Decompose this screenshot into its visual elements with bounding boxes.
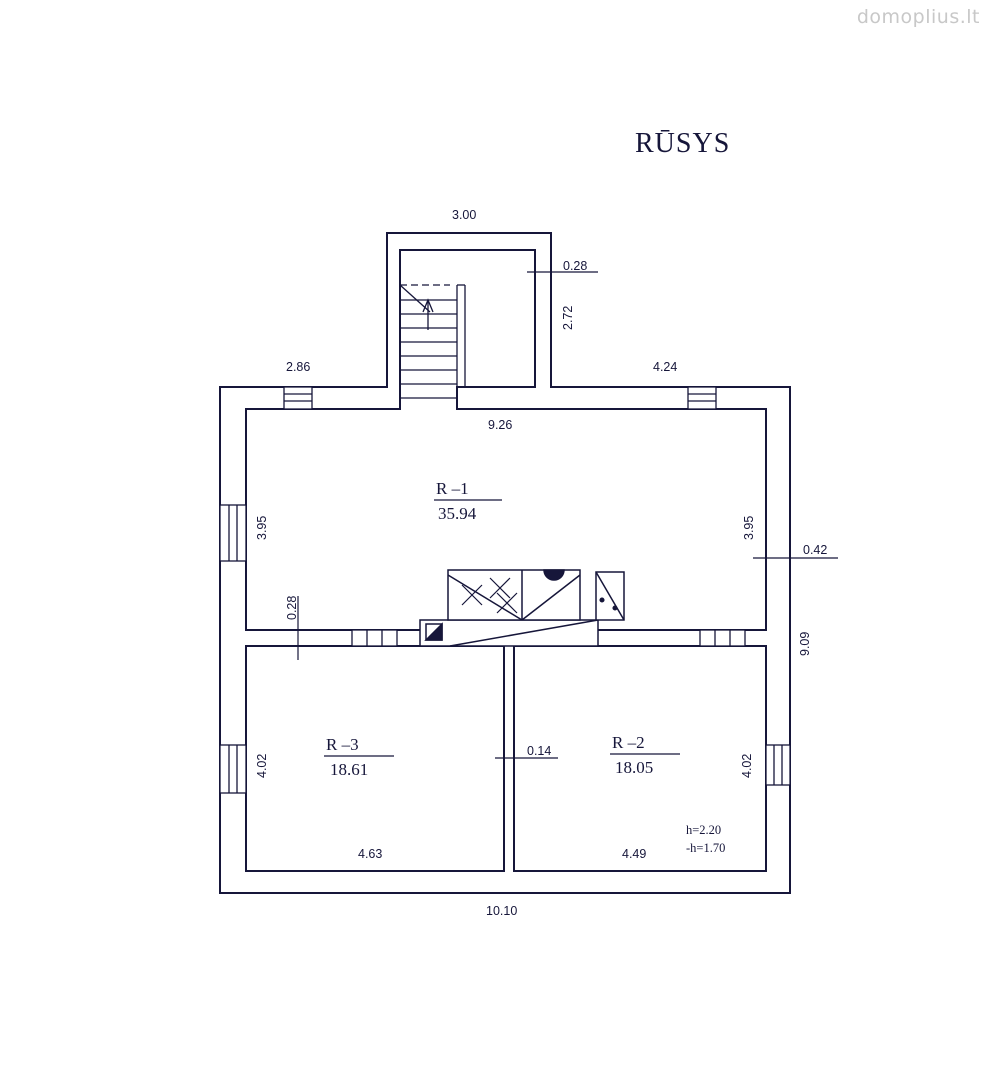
dim-total-depth: 9.09 — [798, 632, 812, 656]
dim-total-width: 10.10 — [486, 904, 517, 918]
staircase — [399, 284, 466, 409]
door-r2 — [699, 629, 746, 647]
room-r2-name: R –2 — [612, 733, 645, 752]
window-left-r3 — [219, 744, 247, 794]
boiler-unit — [447, 569, 581, 621]
dim-stair-wall: 0.28 — [563, 259, 587, 273]
ceiling-height: h=2.20 — [686, 823, 721, 837]
pipe-icon — [543, 569, 565, 581]
window-right-r2 — [765, 744, 791, 786]
dimension-lines — [297, 271, 838, 759]
room-r1-area: 35.94 — [438, 504, 477, 523]
window-top-left — [283, 386, 313, 410]
inner-wall-r3 — [245, 645, 505, 872]
dim-right-height: 3.95 — [742, 516, 756, 540]
room-r2-area: 18.05 — [615, 758, 653, 777]
ceiling-height-low: -h=1.70 — [686, 841, 725, 855]
dim-top-right: 4.24 — [653, 360, 677, 374]
plan-title: RŪSYS — [635, 128, 730, 159]
windows — [219, 386, 791, 794]
dim-r2-width: 4.49 — [622, 847, 646, 861]
dim-top-left: 2.86 — [286, 360, 310, 374]
room-r3-area: 18.61 — [330, 760, 368, 779]
dim-ext-wall: 0.42 — [803, 543, 827, 557]
dim-partition: 0.14 — [527, 744, 551, 758]
window-top-right — [687, 386, 717, 410]
room-r3-name: R –3 — [326, 735, 359, 754]
dim-stair-width: 3.00 — [452, 208, 476, 222]
dim-r2-height: 4.02 — [740, 754, 754, 778]
room-r1-name: R –1 — [436, 479, 469, 498]
outer-wall — [219, 232, 791, 894]
window-left-r1 — [219, 504, 247, 562]
dim-int-wall: 0.28 — [285, 596, 299, 620]
dim-stair-depth: 2.72 — [561, 306, 575, 330]
dim-left-height: 3.95 — [255, 516, 269, 540]
dim-r3-height: 4.02 — [255, 754, 269, 778]
watermark-text: domoplius.lt — [856, 6, 980, 28]
dim-inner-width: 9.26 — [488, 418, 512, 432]
dim-r3-width: 4.63 — [358, 847, 382, 861]
boiler-block — [419, 569, 625, 647]
door-r3 — [351, 629, 398, 647]
